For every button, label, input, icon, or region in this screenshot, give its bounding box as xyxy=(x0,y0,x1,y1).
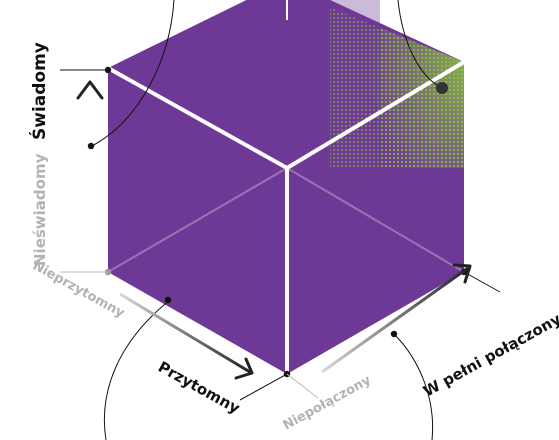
dot-green-corner xyxy=(436,82,448,94)
awareness-axis xyxy=(78,82,102,264)
glow-fade xyxy=(320,0,380,200)
label-fully-connected: W pełni połączony xyxy=(420,310,559,401)
label-disconnected: Niepołączony xyxy=(281,373,374,434)
dot-present xyxy=(165,297,171,303)
label-present: Przytomny xyxy=(155,358,243,418)
dot-fully-connected xyxy=(391,331,397,337)
label-aware: Świadomy xyxy=(28,42,50,140)
label-unaware: Nieświadomy xyxy=(31,153,49,266)
